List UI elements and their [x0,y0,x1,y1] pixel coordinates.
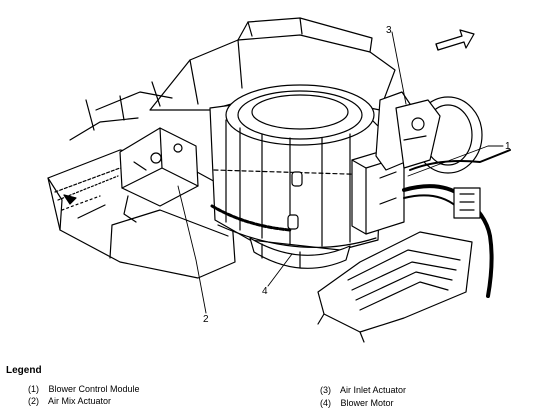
hvac-assembly-diagram: 1 2 3 4 [47,17,511,343]
legend: Legend (1) Blower Control Module (2) Air… [0,345,560,414]
callout-2: 2 [203,314,209,325]
legend-item-label: Blower Motor [340,398,394,408]
legend-item-number: (2) [28,396,39,406]
callout-labels: 1 2 3 4 [203,25,511,325]
legend-item-number: (4) [320,398,331,408]
callout-3: 3 [386,25,392,36]
blower-housing [209,84,383,251]
legend-title: Legend [6,365,42,376]
legend-item-label: Blower Control Module [48,384,140,394]
legend-item-label: Air Inlet Actuator [340,385,407,395]
legend-item-1: (1) Blower Control Module [28,384,140,394]
forward-arrow-icon [435,29,475,51]
legend-item-number: (3) [320,385,331,395]
mounting-bracket [317,231,473,343]
wiring-harness [210,149,511,298]
legend-item-3: (3) Air Inlet Actuator [320,385,406,395]
legend-item-2: (2) Air Mix Actuator [28,396,111,406]
leader-lines [177,31,504,314]
blower-motor [249,237,351,269]
legend-item-number: (1) [28,384,39,394]
callout-1: 1 [505,141,511,152]
legend-item-4: (4) Blower Motor [320,398,394,408]
callout-4: 4 [262,286,268,297]
legend-item-label: Air Mix Actuator [48,396,112,406]
air-inlet-actuator [375,91,483,174]
